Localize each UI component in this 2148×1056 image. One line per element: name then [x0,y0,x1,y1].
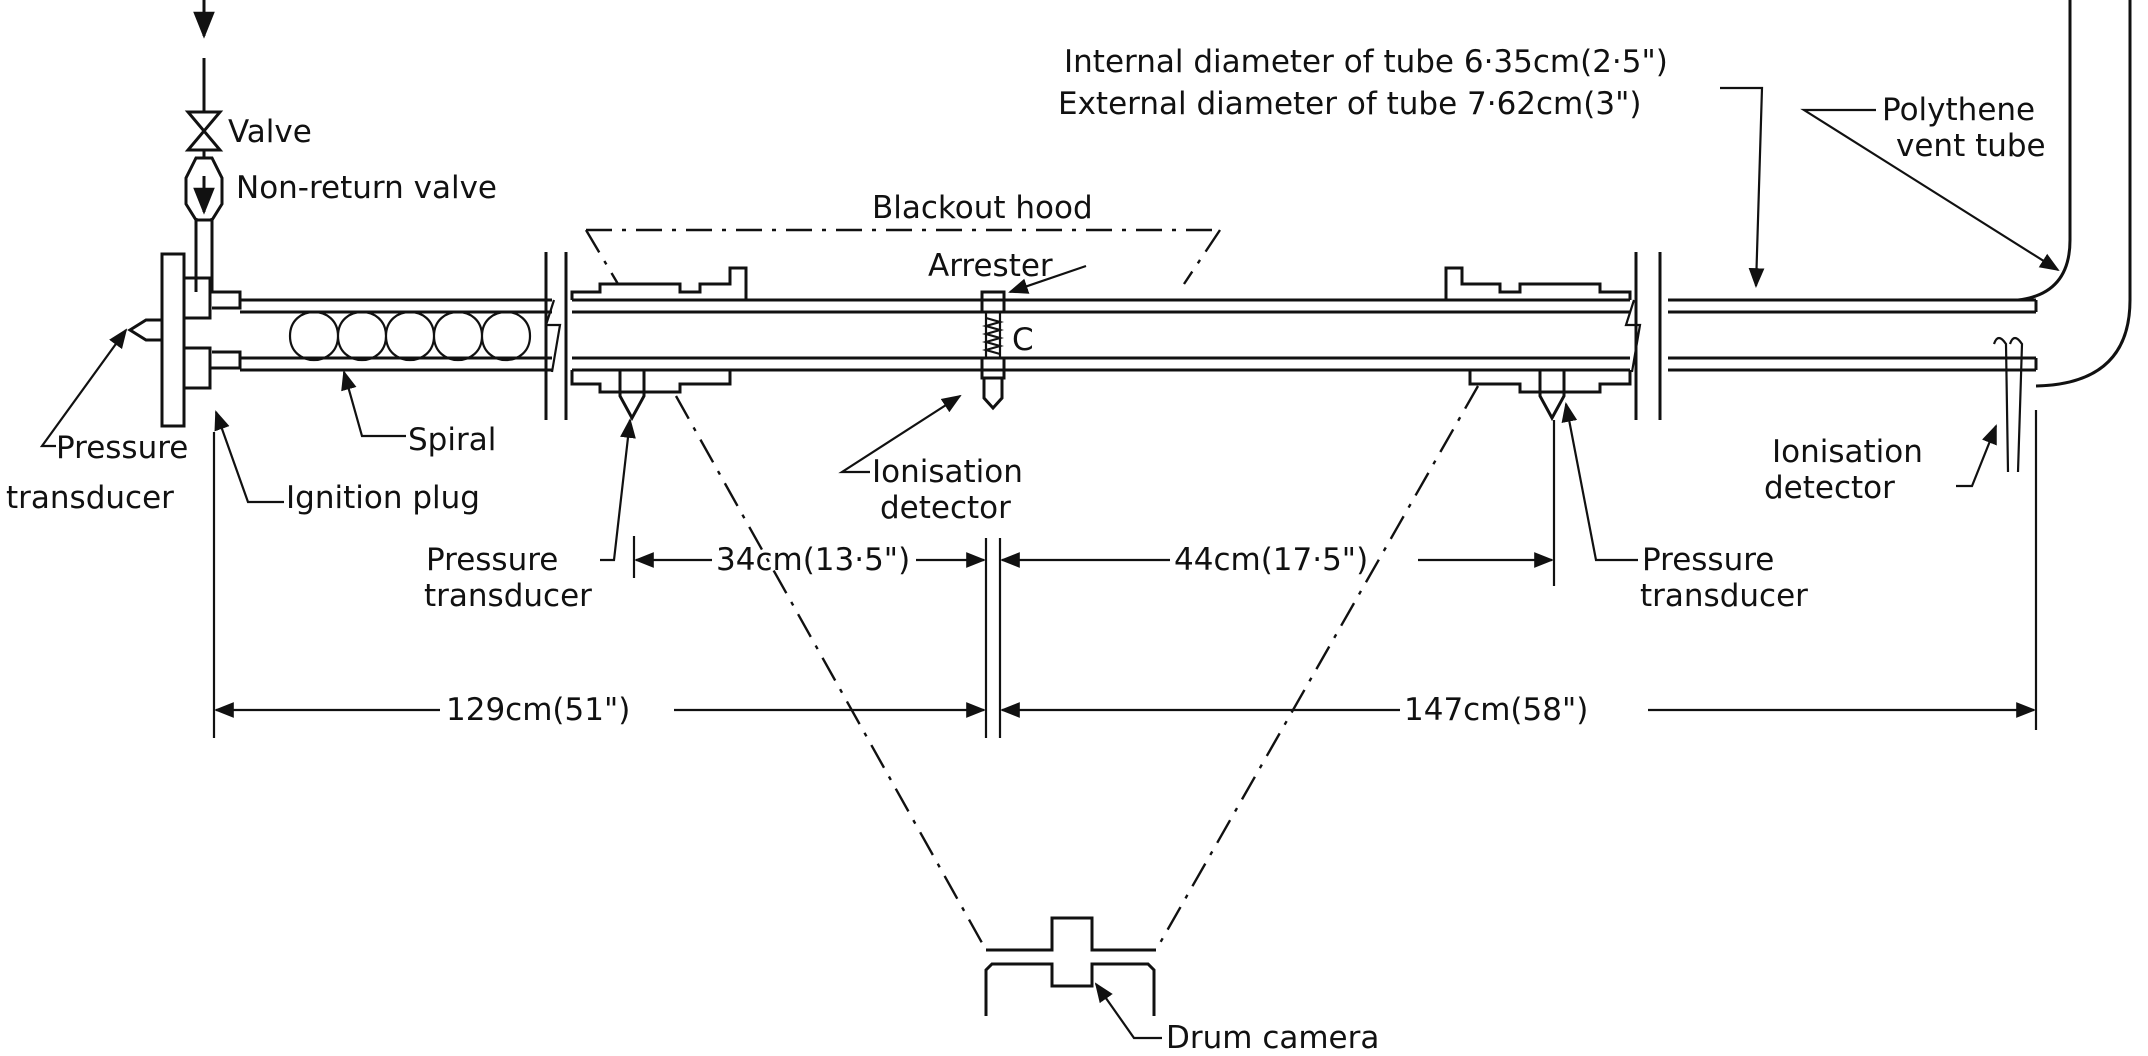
pressure-transducer-mid-icon [618,370,646,422]
pressure-transducer-right-icon [1538,370,1566,422]
ionisation-detector-right-label-line2: detector [1764,470,1895,506]
blackout-hood-outline [584,228,1221,285]
arrester-mark-label: C [1012,322,1034,358]
dimension-129cm-label: 129cm(51") [446,692,630,728]
main-tube [570,266,1632,394]
pressure-transducer-left-label-line1: Pressure [56,430,188,466]
pressure-transducer-mid-label-line2: transducer [424,578,592,614]
dimension-extension-lines [212,410,2038,738]
flange-joint-2 [1634,252,1662,420]
ignition-plug-label: Ignition plug [286,480,480,516]
valve-icon [184,110,224,152]
arrester-icon [980,290,1006,380]
ionisation-detector-mid-label-line1: Ionisation [872,454,1023,490]
pressure-transducer-mid-label-line1: Pressure [426,542,558,578]
ionisation-detector-mid-label-line2: detector [880,490,1011,526]
polythene-vent-tube-icon [2017,0,2132,388]
internal-diameter-label: Internal diameter of tube 6·35cm(2·5") [1064,44,1668,80]
dimension-34cm-label: 34cm(13·5") [716,542,910,578]
external-diameter-label: External diameter of tube 7·62cm(3") [1058,86,1641,122]
dimension-147cm-label: 147cm(58") [1404,692,1588,728]
drum-camera-icon [984,916,1156,1016]
arrester-label: Arrester [928,248,1053,284]
flange-joint-1 [544,252,568,420]
labels: Valve Non-return valve Blackout hood Int… [6,44,2046,1056]
blackout-hood-label: Blackout hood [872,190,1093,226]
non-return-valve-label: Non-return valve [236,170,497,206]
spiral-icon [288,311,532,361]
valve-label: Valve [228,114,312,150]
ionisation-detector-mid-icon [982,378,1004,411]
dimension-arrows [214,552,2036,718]
tube-segment-spiral [240,298,552,372]
tube-break-left [544,299,562,373]
pressure-transducer-left-label-line2: transducer [6,480,174,516]
polythene-vent-tube-label-line1: Polythene [1882,92,2035,128]
ionisation-detector-right-icon [1992,336,2024,473]
dimension-44cm-label: 44cm(17·5") [1174,542,1368,578]
pressure-transducer-right-label-line2: transducer [1640,578,1808,614]
ionisation-detector-right-label-line1: Ionisation [1772,434,1923,470]
end-tube [1668,298,2038,372]
inlet-pipe [193,0,215,292]
leader-lines [39,86,2060,1040]
pressure-transducer-left [127,318,162,342]
spiral-label: Spiral [408,422,496,458]
ignition-end-flange [160,252,242,428]
pressure-transducer-right-label-line1: Pressure [1642,542,1774,578]
polythene-vent-tube-label-line2: vent tube [1896,128,2046,164]
camera-view-lines [674,385,1480,951]
drum-camera-label: Drum camera [1166,1020,1379,1056]
non-return-valve-icon [184,150,224,222]
dimension-labels: 34cm(13·5") 44cm(17·5") 129cm(51") 147cm… [446,542,1588,728]
